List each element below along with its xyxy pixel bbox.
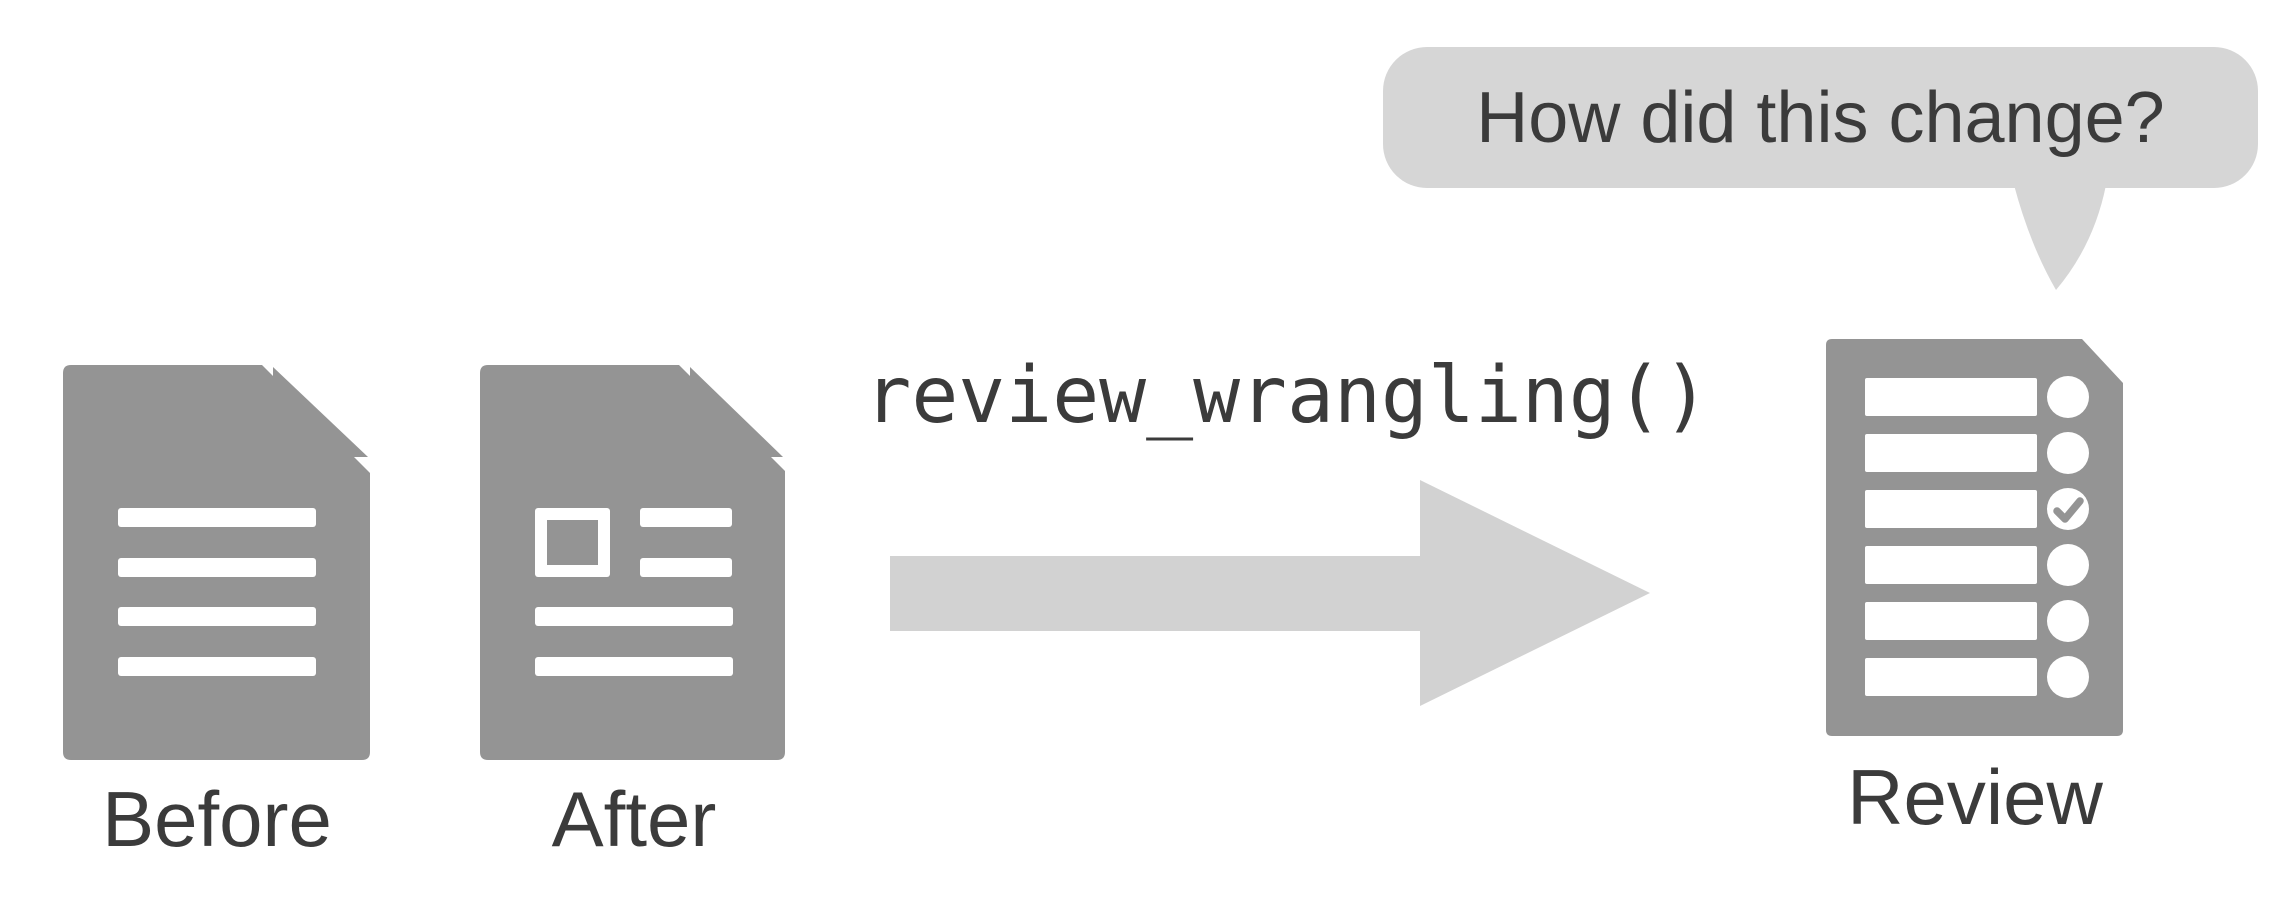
function-label: review_wrangling() — [864, 351, 1710, 441]
arrow-right-icon — [890, 480, 1650, 706]
checklist-rows — [1865, 376, 2089, 698]
document-text-lines — [118, 508, 316, 676]
document-image-placeholder — [535, 508, 610, 577]
document-text-lines — [535, 508, 733, 676]
speech-bubble: How did this change? — [1383, 47, 2258, 188]
checklist-item-bar — [1865, 490, 2037, 528]
checklist-item-bar — [1865, 378, 2037, 416]
arrow-shape — [890, 480, 1650, 706]
check-icon — [2053, 497, 2084, 523]
checkbox-icon — [2047, 656, 2089, 698]
speech-bubble-tail-shape — [2014, 185, 2106, 290]
label-before: Before — [102, 775, 332, 863]
document-before-icon — [63, 365, 370, 760]
speech-bubble-text: How did this change? — [1476, 77, 2165, 158]
folded-corner-icon — [273, 367, 368, 457]
label-review: Review — [1847, 753, 2103, 841]
checkbox-icon — [2047, 544, 2089, 586]
review-checklist-icon — [1826, 339, 2123, 736]
checklist-item-bar — [1865, 434, 2037, 472]
checkbox-icon — [2047, 432, 2089, 474]
checkbox-checked-icon — [2047, 488, 2089, 530]
folded-corner-icon — [690, 367, 783, 457]
checkbox-icon — [2047, 376, 2089, 418]
checkbox-icon — [2047, 600, 2089, 642]
checklist-item-bar — [1865, 658, 2037, 696]
label-after: After — [551, 775, 717, 863]
checklist-item-bar — [1865, 602, 2037, 640]
document-after-icon — [480, 365, 785, 760]
checklist-item-bar — [1865, 546, 2037, 584]
speech-bubble-tail-icon — [2014, 185, 2106, 290]
